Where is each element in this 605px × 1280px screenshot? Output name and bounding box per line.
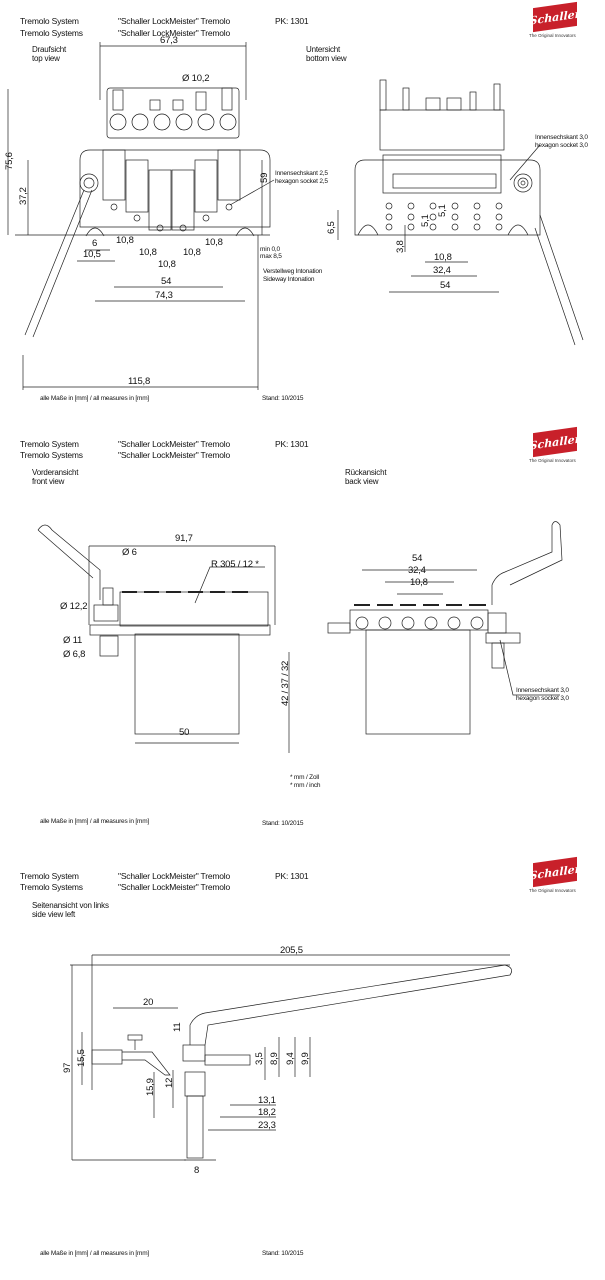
dimension: 75,6 xyxy=(4,152,15,170)
units-note: alle Maße in [mm] / all measures in [mm] xyxy=(40,818,150,825)
dimension: R 305 / 12 * xyxy=(211,559,259,570)
dimension: 10,8 xyxy=(116,235,134,246)
view-label: side view left xyxy=(32,910,75,919)
view-label: Rückansicht xyxy=(345,468,387,477)
dimension: 9,4 xyxy=(285,1052,296,1065)
part-number: PK: 1301 xyxy=(275,439,309,449)
dimension: 97 xyxy=(62,1062,73,1073)
dimension: 15,9 xyxy=(145,1078,156,1096)
product-en: "Schaller LockMeister" Tremolo xyxy=(118,882,230,892)
dimension: 11 xyxy=(172,1022,183,1032)
dimension: 12 xyxy=(164,1077,175,1088)
part-number: PK: 1301 xyxy=(275,16,309,26)
dimension: 5,1 xyxy=(420,214,431,227)
annotation: hexagon socket 3,0 xyxy=(535,142,588,149)
dimension: 23,3 xyxy=(258,1120,276,1131)
title-en: Tremolo Systems xyxy=(20,882,83,892)
dimension: 74,3 xyxy=(155,290,173,301)
bottom-view-drawing xyxy=(337,79,584,346)
dimension: 10,8 xyxy=(434,252,452,263)
dimension: 18,2 xyxy=(258,1107,276,1118)
dimension: min 0,0 xyxy=(260,246,280,253)
view-label: Seitenansicht von links xyxy=(32,901,109,910)
annotation: Innensechskant 2,5 xyxy=(275,170,328,177)
dimension: 13,1 xyxy=(258,1095,276,1106)
dimension: 6,5 xyxy=(326,221,337,234)
annotation: Innensechskant 3,0 xyxy=(535,134,588,141)
title-de: Tremolo System xyxy=(20,16,79,26)
product-en: "Schaller LockMeister" Tremolo xyxy=(118,28,230,38)
dimension: 115,8 xyxy=(128,376,151,387)
dimension: 67,3 xyxy=(160,35,178,46)
revision-date: Stand: 10/2015 xyxy=(262,395,304,402)
dimension: 15,5 xyxy=(76,1049,87,1067)
dimension: 54 xyxy=(412,553,423,564)
view-label: back view xyxy=(345,477,379,486)
product-de: "Schaller LockMeister" Tremolo xyxy=(118,871,230,881)
view-label: bottom view xyxy=(306,54,347,63)
title-de: Tremolo System xyxy=(20,439,79,449)
side-view-drawing xyxy=(70,954,512,1161)
dimension: 5,1 xyxy=(437,204,448,217)
dimension: 32,4 xyxy=(433,265,451,276)
dimension: 205,5 xyxy=(280,945,303,956)
annotation: Sideway Intonation xyxy=(263,276,315,283)
annotation: Verstellweg Intonation xyxy=(263,268,323,275)
product-de: "Schaller LockMeister" Tremolo xyxy=(118,16,230,26)
annotation: hexagon socket 2,5 xyxy=(275,178,328,185)
view-label: front view xyxy=(32,477,65,486)
title-en: Tremolo Systems xyxy=(20,28,83,38)
back-view-drawing xyxy=(327,521,563,735)
dimension: 32,4 xyxy=(408,565,426,576)
dimension: 10,8 xyxy=(158,259,176,270)
dimension: 10,8 xyxy=(205,237,223,248)
dimension: 6 xyxy=(92,238,98,249)
top-view-drawing xyxy=(7,42,275,390)
dimension: 8 xyxy=(194,1165,200,1176)
product-de: "Schaller LockMeister" Tremolo xyxy=(118,439,230,449)
dimension: Ø 10,2 xyxy=(182,73,210,84)
dimension: Ø 6,8 xyxy=(63,649,86,660)
dimension: 91,7 xyxy=(175,533,193,544)
dimension: 42 / 37 / 32 xyxy=(280,660,291,706)
view-label: Vorderansicht xyxy=(32,468,79,477)
dimension: Ø 12,2 xyxy=(60,601,88,612)
dimension: 8,9 xyxy=(269,1052,280,1065)
dimension: 10,8 xyxy=(139,247,157,258)
view-label: Draufsicht xyxy=(32,45,67,54)
annotation: Innensechskant 3,0 xyxy=(516,687,569,694)
annotation: hexagon socket 3,0 xyxy=(516,695,569,702)
dimension: 20 xyxy=(143,997,154,1008)
product-en: "Schaller LockMeister" Tremolo xyxy=(118,450,230,460)
footnote: * mm / inch xyxy=(290,782,321,789)
dimension: 37,2 xyxy=(18,187,29,205)
title-en: Tremolo Systems xyxy=(20,450,83,460)
dimension: 50 xyxy=(179,727,190,738)
view-label: Untersicht xyxy=(306,45,341,54)
dimension: max 8,5 xyxy=(260,253,282,260)
dimension: 54 xyxy=(440,280,451,291)
front-view-drawing xyxy=(37,524,290,753)
dimension: 9,9 xyxy=(300,1052,311,1065)
part-number: PK: 1301 xyxy=(275,871,309,881)
dimension: Ø 11 xyxy=(63,635,83,646)
revision-date: Stand: 10/2015 xyxy=(262,820,304,827)
dimension: Ø 6 xyxy=(122,547,137,558)
dimension: 3,8 xyxy=(395,240,406,253)
revision-date: Stand: 10/2015 xyxy=(262,1250,304,1257)
dimension: 59 xyxy=(259,172,270,183)
view-label: top view xyxy=(32,54,60,63)
title-de: Tremolo System xyxy=(20,871,79,881)
dimension: 3,5 xyxy=(254,1052,265,1065)
dimension: 10,8 xyxy=(183,247,201,258)
dimension: 10,5 xyxy=(83,249,101,260)
dimension: 10,8 xyxy=(410,577,428,588)
footnote: * mm / Zoll xyxy=(290,774,319,781)
units-note: alle Maße in [mm] / all measures in [mm] xyxy=(40,395,150,402)
units-note: alle Maße in [mm] / all measures in [mm] xyxy=(40,1250,150,1257)
dimension: 54 xyxy=(161,276,172,287)
